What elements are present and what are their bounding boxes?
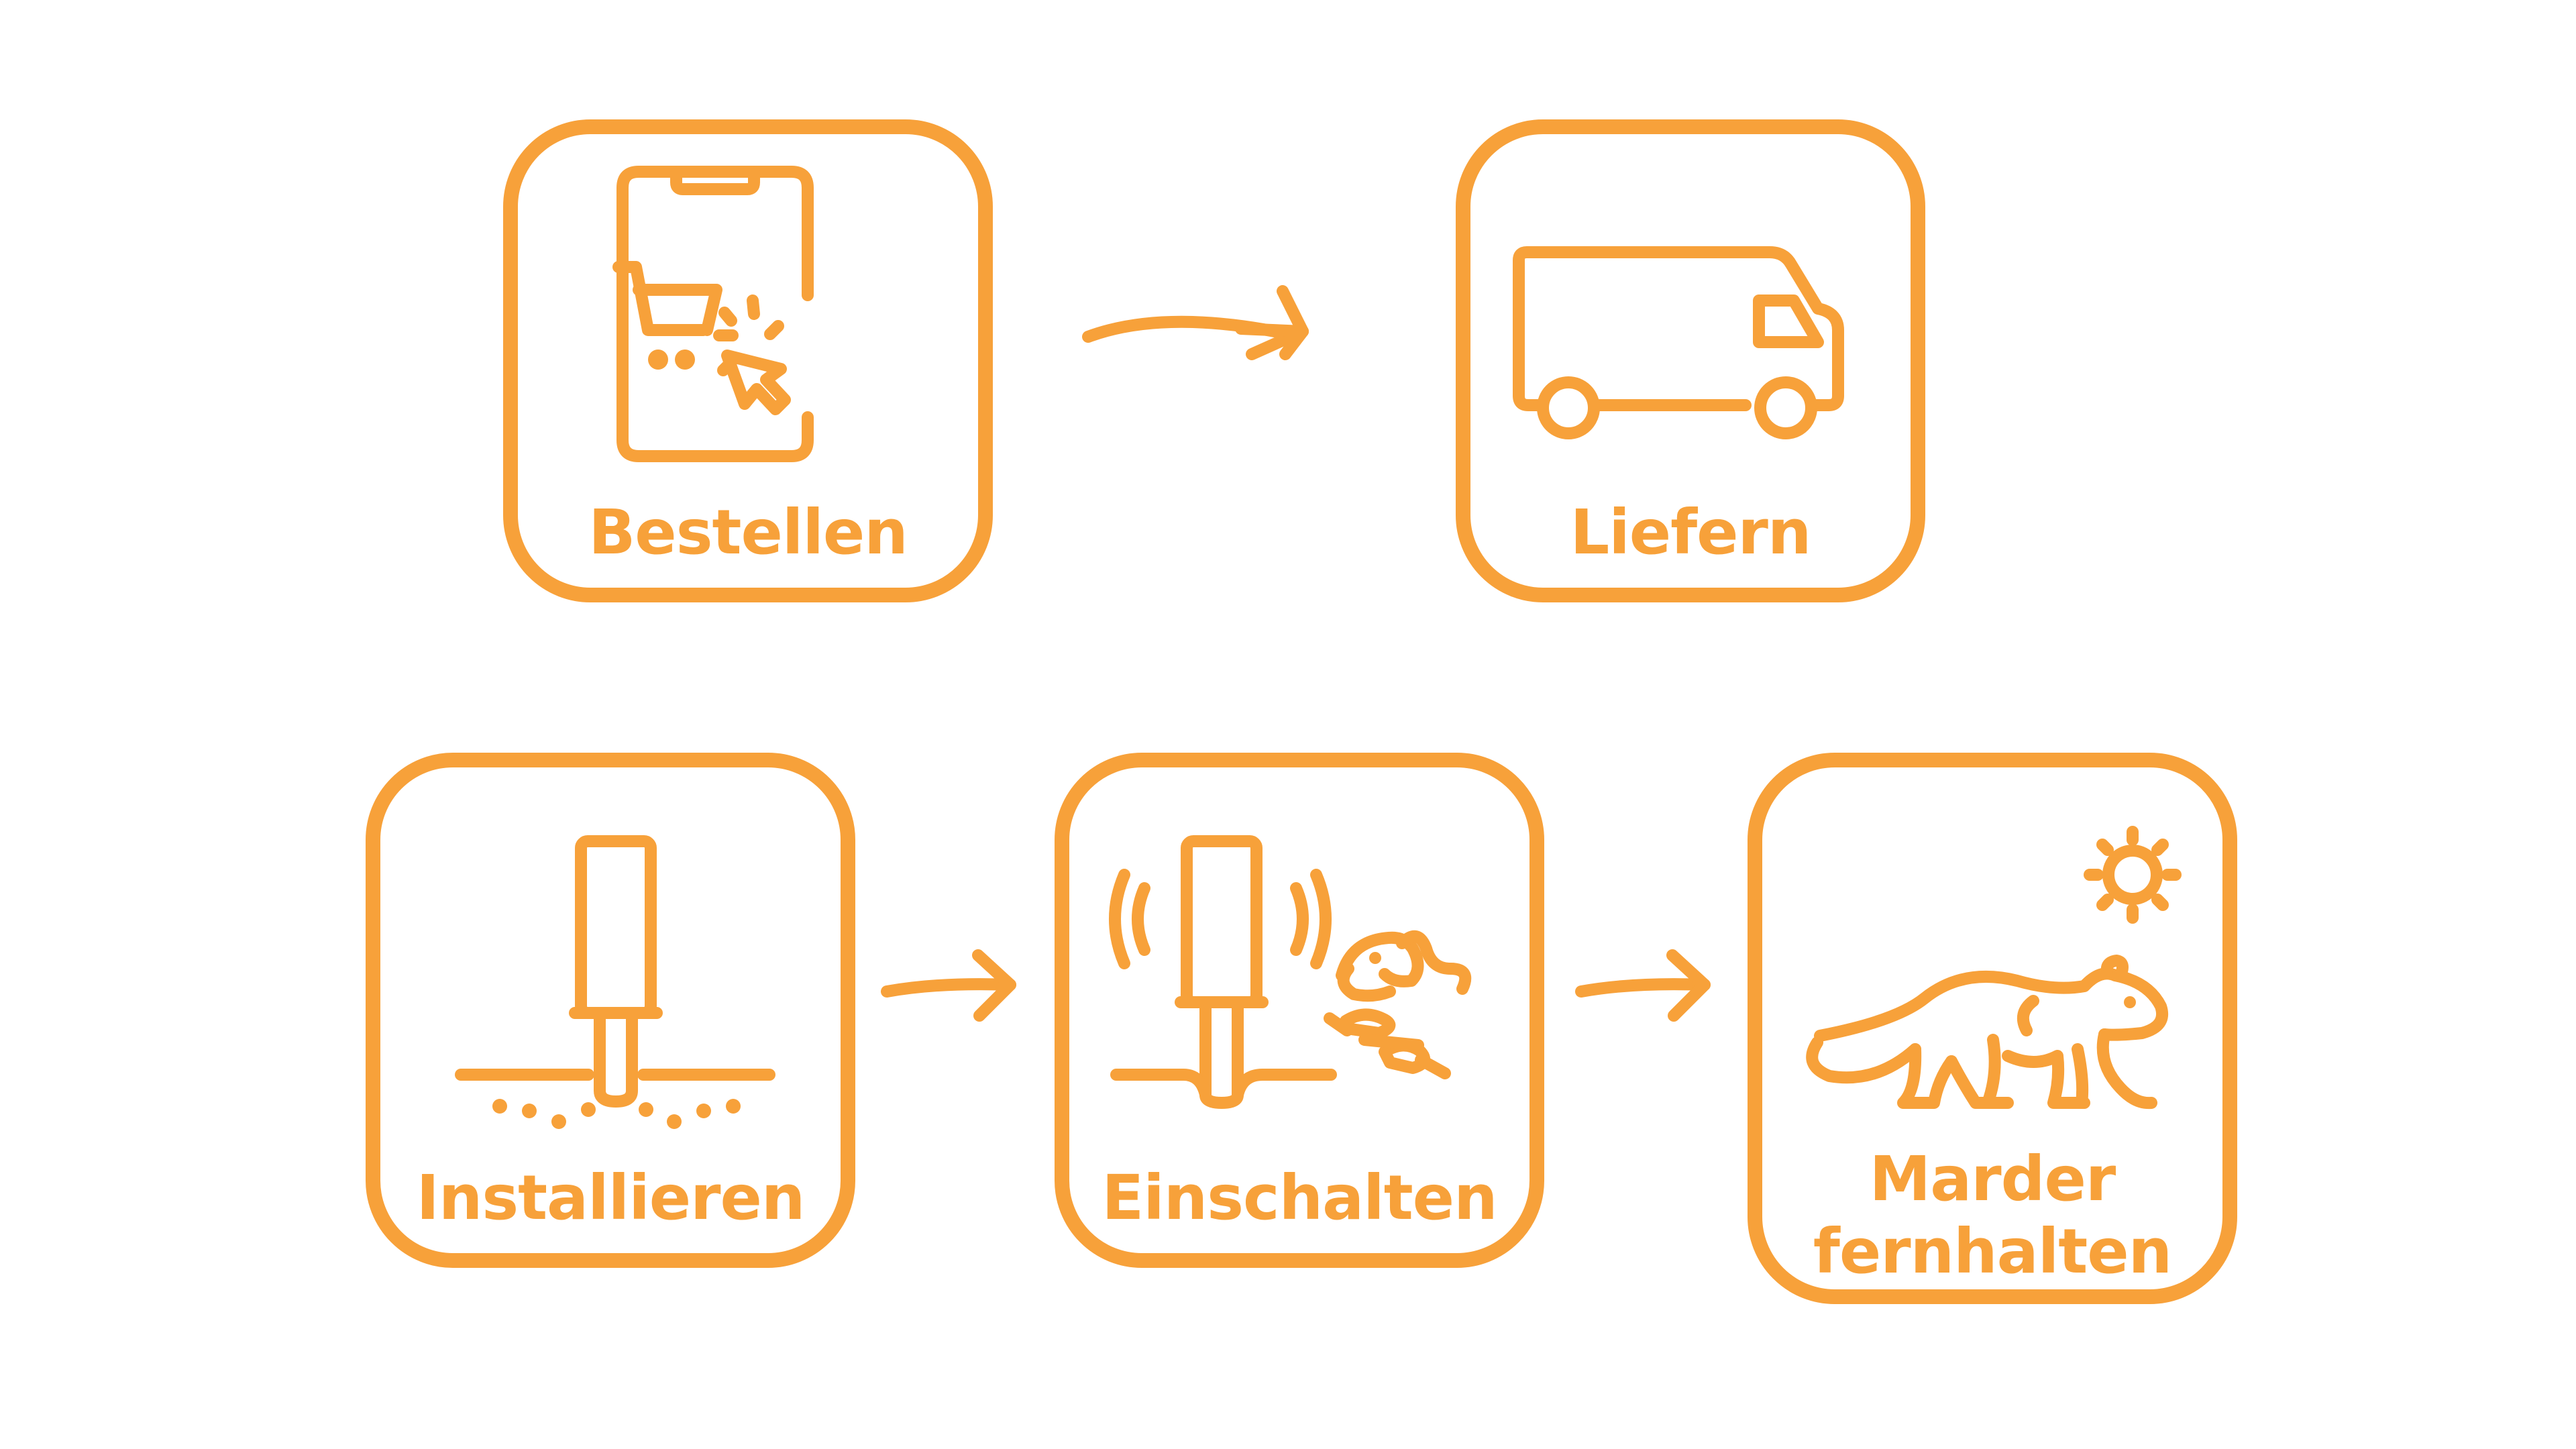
step-label: Bestellen: [588, 496, 908, 568]
step-bestellen: Bestellen: [503, 119, 993, 602]
step-installieren: Installieren: [366, 753, 855, 1268]
marten-sun-icon: [1806, 826, 2182, 1110]
step-einschalten: Einschalten: [1055, 753, 1544, 1268]
step-label: Marder fernhalten: [1762, 1143, 2222, 1288]
step-label: Liefern: [1570, 496, 1812, 568]
ultrasonic-device-rodent-icon: [1109, 835, 1472, 1109]
arrow-right-icon: [881, 949, 1016, 1022]
arrow-right-icon: [1575, 949, 1711, 1022]
curved-arrow-icon: [1082, 285, 1309, 360]
delivery-van-icon: [1513, 246, 1844, 439]
step-label: Einschalten: [1102, 1162, 1497, 1234]
step-label-line: fernhalten: [1813, 1216, 2172, 1287]
step-marder-fernhalten: Marder fernhalten: [1748, 753, 2237, 1304]
step-liefern: Liefern: [1456, 119, 1925, 602]
sun-icon: [2084, 826, 2182, 924]
smartphone-cart-click-icon: [612, 166, 814, 462]
marten-icon: [1806, 955, 2168, 1110]
ground-stake-device-icon: [455, 835, 775, 1129]
step-label-line: Marder: [1869, 1143, 2116, 1215]
step-label: Installieren: [416, 1162, 806, 1234]
